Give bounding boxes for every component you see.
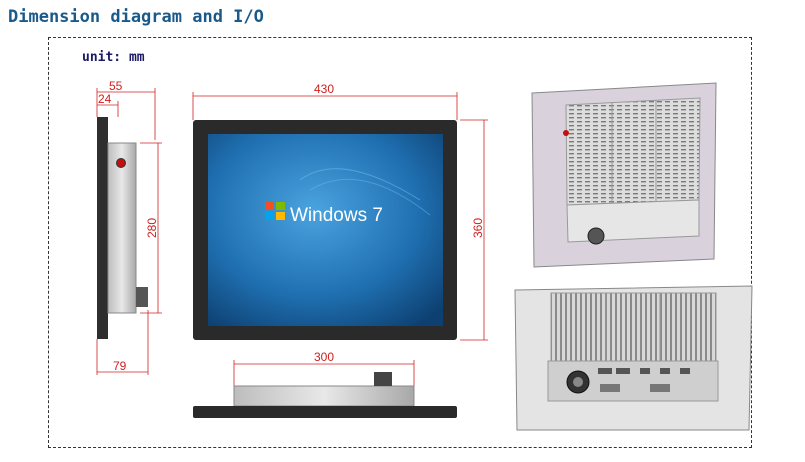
- dim-bottom-width: 300: [314, 350, 334, 364]
- bottom-body: [233, 385, 415, 407]
- dim-side-bottom: 79: [113, 359, 127, 373]
- rear-flat-view: [514, 285, 753, 431]
- dim-side-height: 280: [145, 218, 159, 238]
- dim-front-width: 430: [314, 82, 334, 96]
- dim-side-depth-total: 55: [109, 79, 123, 93]
- rear-io-panel: [566, 199, 700, 243]
- side-body: [107, 142, 137, 314]
- diagram-frame: [48, 37, 752, 448]
- bottom-view: 300: [193, 350, 457, 418]
- windows-logo-icon: [265, 202, 285, 220]
- side-bezel: [97, 117, 108, 339]
- front-view: 430 Windows 7 360: [192, 82, 488, 341]
- unit-label: unit: mm: [82, 50, 145, 65]
- dim-front-height: 360: [471, 218, 485, 238]
- rear-perspective-view: [531, 82, 717, 268]
- side-view: 55 24 280 79: [96, 79, 162, 375]
- rear-connector-icon: [587, 227, 605, 245]
- bottom-connector: [374, 372, 392, 386]
- rear-flat-heatsink: [550, 292, 717, 362]
- side-connector: [136, 287, 148, 307]
- rear-led-icon: [563, 130, 569, 136]
- bottom-bezel: [193, 406, 457, 418]
- front-screen: [208, 134, 443, 326]
- power-led-icon: [116, 158, 126, 168]
- rear-heatsink: [565, 97, 701, 206]
- dim-side-depth-bezel: 24: [98, 92, 112, 106]
- page-title: Dimension diagram and I/O: [8, 7, 264, 27]
- screen-text: Windows 7: [290, 205, 383, 226]
